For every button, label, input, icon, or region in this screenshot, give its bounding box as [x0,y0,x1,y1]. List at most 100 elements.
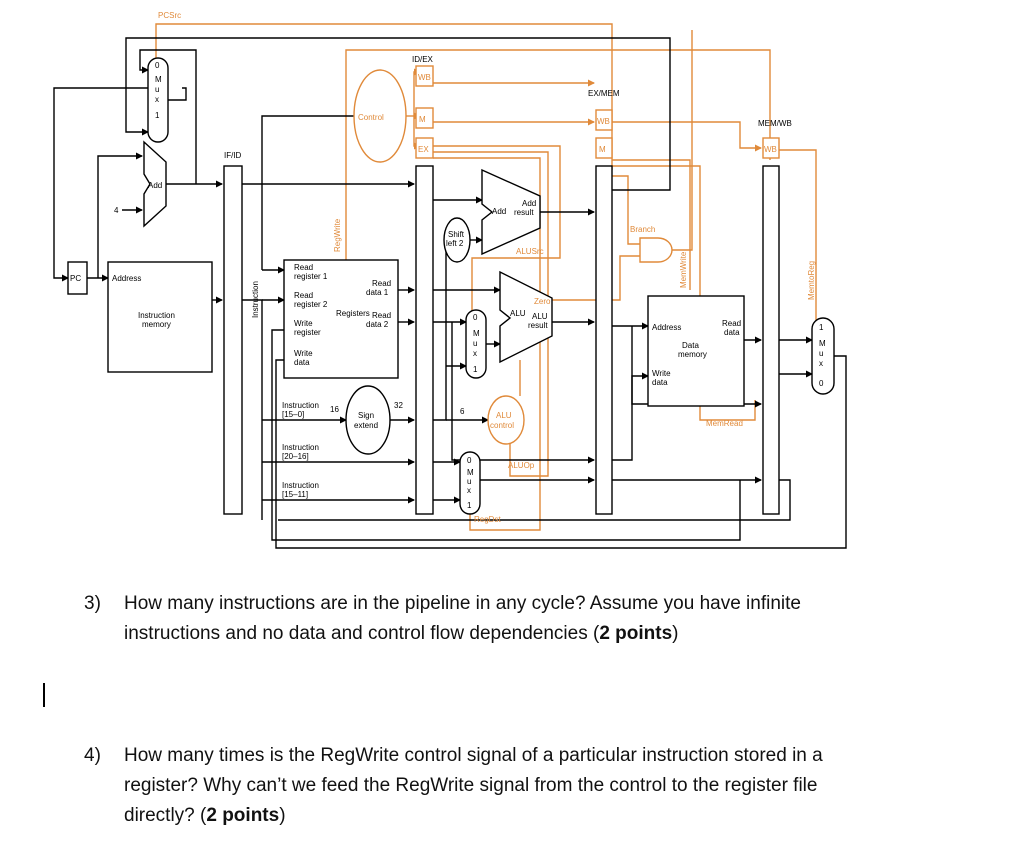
question-4-line-2: register? Why can’t we feed the RegWrite… [124,775,818,796]
label-ifid: IF/ID [224,151,242,160]
label-read-register-1a: Read [294,263,313,272]
question-3-line-1: How many instructions are in the pipelin… [124,593,801,614]
label-dm-address: Address [652,323,681,332]
data-memory [647,295,745,407]
label-read-data-2a: Read [372,311,391,320]
pc-mux-x: x [155,95,159,104]
regdst-mux-x: x [467,486,471,495]
alusrc-mux [465,309,487,379]
label-idex: ID/EX [412,55,434,64]
label-pcsrc: PCSrc [158,11,181,20]
memtoreg-mux-1: 1 [819,323,824,332]
regdst-mux-u: u [467,477,471,486]
ifid-register [223,165,243,515]
datapath-blocks [67,57,835,515]
label-dm-read-data-a: Read [722,319,741,328]
label-bits-32: 32 [394,401,403,410]
register-file [283,259,399,379]
label-address: Address [112,274,141,283]
pipeline-register-fields [415,65,780,159]
label-alu-control-2: control [490,421,514,430]
label-add-result-a: Add [522,199,536,208]
question-4-number: 4) [84,745,101,766]
label-write-register-a: Write [294,319,313,328]
label-instr-15-11a: Instruction [282,481,319,490]
label-data-memory-b: memory [678,350,707,359]
label-add-branch: Add [492,207,506,216]
question-3-points: 2 points [599,623,673,644]
diagram-labels: PCSrc RegWrite Branch MemWrite MemtoReg … [70,11,826,524]
label-sign-extend-a: Sign [358,411,374,420]
question-4-points: 2 points [206,805,280,826]
label-instr-15-11b: [15–11] [282,490,308,499]
branch-adder [481,168,541,256]
idex-register [415,165,434,515]
pipelined-datapath-diagram: PCSrc RegWrite Branch MemWrite MemtoReg … [53,11,847,549]
label-instruction-bus: Instruction [251,281,260,318]
label-data-memory-a: Data [682,341,699,350]
exmem-register [595,165,613,515]
pc-register [67,261,88,295]
label-bits-6: 6 [460,407,465,416]
label-memtoreg: MemtoReg [807,261,816,300]
label-alu-result-a: ALU [532,312,548,321]
text-cursor [43,683,45,707]
label-pc: PC [70,274,81,283]
question-4-line-3: directly? (2 points) [124,801,823,831]
memwb-register [762,165,780,515]
label-write-register-b: register [294,328,321,337]
label-instr-20-16a: Instruction [282,443,319,452]
label-read-data-1b: data 1 [366,288,389,297]
field-memwb-wb: WB [764,145,777,154]
label-memwb: MEM/WB [758,119,792,128]
question-4-line-3-text: directly? ( [124,805,207,826]
alusrc-mux-0: 0 [473,313,478,322]
field-idex-m: M [419,115,426,124]
question-4-line-1: How many times is the RegWrite control s… [124,745,823,766]
label-alu-result-b: result [528,321,548,330]
question-4-body: How many times is the RegWrite control s… [124,741,823,831]
question-3-line-2-text: instructions and no data and control flo… [124,623,600,644]
pc-adder [143,140,167,228]
label-instr-15-0a: Instruction [282,401,319,410]
pc-mux-m: M [155,75,162,84]
label-read-register-2a: Read [294,291,313,300]
question-4-line-3-end: ) [279,805,286,826]
label-instruction-memory-2: memory [142,320,171,329]
alu-control-unit [487,395,525,445]
label-read-register-2b: register 2 [294,300,328,309]
branch-and-gate [639,237,673,263]
pc-mux-1: 1 [155,111,160,120]
label-regwrite: RegWrite [333,218,342,252]
shift-left-2-unit [443,217,471,263]
pc-mux-u: u [155,85,159,94]
control-blocks [353,69,673,445]
label-add-result-b: result [514,208,534,217]
label-shift-left-a: Shift [448,230,465,239]
label-add-pc: Add [148,181,162,190]
label-alu-control-1: ALU [496,411,512,420]
pc-mux-0: 0 [155,61,160,70]
label-instr-15-0b: [15–0] [282,410,304,419]
label-registers: Registers [336,309,370,318]
label-memread: MemRead [706,419,743,428]
memtoreg-mux-u: u [819,349,823,358]
label-four: 4 [114,206,119,215]
regdst-mux-0: 0 [467,456,472,465]
memtoreg-mux [811,317,835,395]
alusrc-mux-u: u [473,339,477,348]
alusrc-mux-1: 1 [473,365,478,374]
label-instr-20-16b: [20–16] [282,452,309,461]
pc-mux [147,57,169,143]
instruction-memory [107,261,213,373]
label-dm-read-data-b: data [724,328,740,337]
label-instruction-memory-1: Instruction [138,311,175,320]
control-wires [155,23,817,531]
label-write-data-b: data [294,358,310,367]
label-write-data-a: Write [294,349,313,358]
label-memwrite: MemWrite [679,251,688,288]
label-branch: Branch [630,225,655,234]
label-aluop: ALUOp [508,461,535,470]
alu [499,270,553,364]
label-shift-left-b: left 2 [446,239,464,248]
